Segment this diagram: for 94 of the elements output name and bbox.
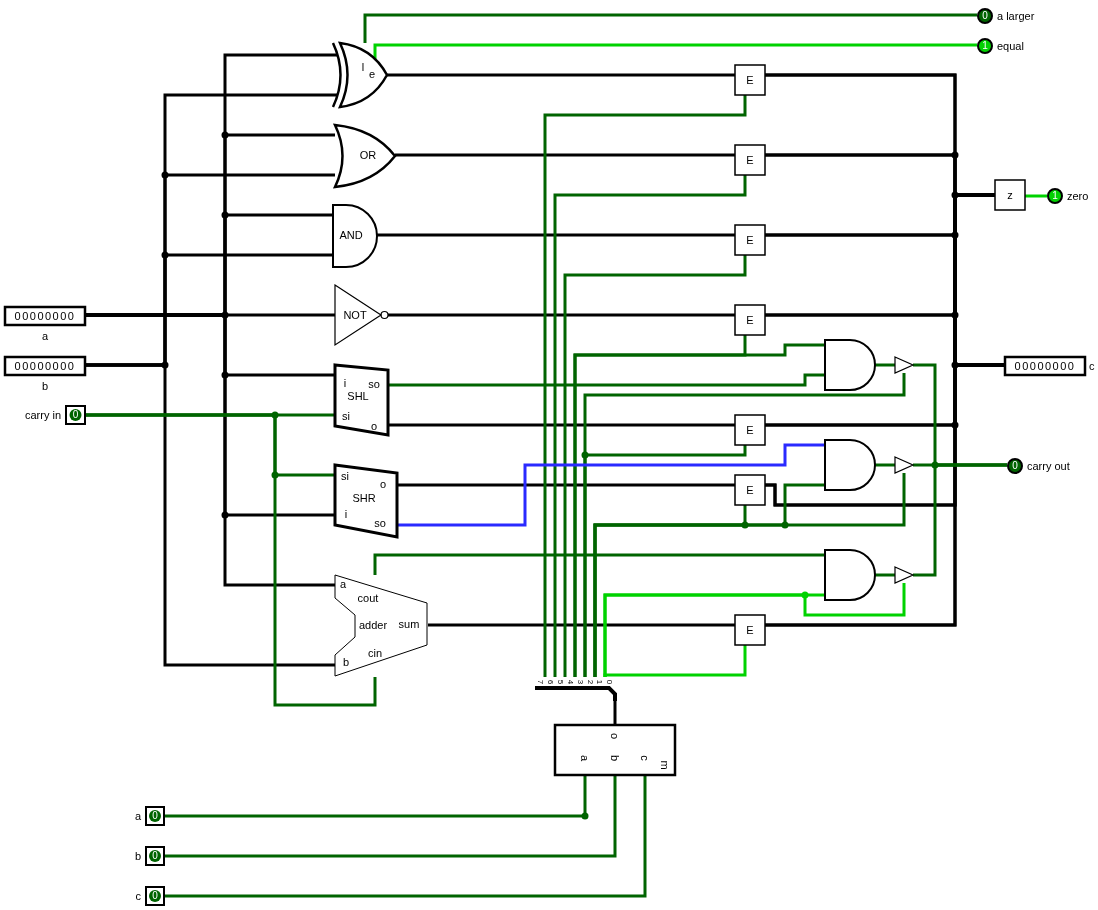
- wire: [573, 343, 825, 677]
- component-label: si: [342, 410, 350, 422]
- wire: [164, 775, 647, 898]
- wire: [164, 775, 587, 818]
- component-label: E: [746, 234, 754, 246]
- bit-index: 7: [535, 679, 546, 685]
- wire: [428, 623, 735, 627]
- component-label: b: [342, 656, 350, 668]
- bit-index: 3: [574, 679, 586, 685]
- component-label: m: [659, 760, 671, 770]
- bit-index: 5: [554, 679, 566, 685]
- wire: [913, 463, 1007, 577]
- component-label: i: [343, 377, 347, 389]
- component-label: E: [746, 624, 754, 636]
- bus-value: 00000000: [14, 360, 76, 372]
- wire: [875, 363, 895, 367]
- component-label: SHR: [352, 492, 376, 504]
- wire: [85, 363, 335, 667]
- pin-value: 0: [1012, 460, 1018, 472]
- pin-label: a: [134, 810, 141, 822]
- component-label: o: [379, 478, 387, 490]
- component-label: AND: [339, 229, 363, 241]
- pin-label: b: [134, 850, 141, 862]
- wire: [875, 463, 895, 467]
- wire: [583, 373, 906, 677]
- pin-value: 0: [152, 850, 158, 862]
- component-label: so: [374, 517, 386, 529]
- component-label: so: [368, 378, 380, 390]
- component-label: cin: [367, 647, 383, 659]
- component-label: E: [746, 74, 754, 86]
- component-label: E: [746, 484, 754, 496]
- wire: [543, 95, 747, 677]
- wire: [875, 573, 895, 577]
- bit-index: 6: [544, 679, 556, 685]
- wire: [395, 153, 735, 157]
- pin-label: zero: [1067, 190, 1089, 202]
- bus-value: 00000000: [14, 310, 76, 322]
- pin-label: a larger: [997, 10, 1035, 22]
- wire: [363, 13, 977, 43]
- wire: [593, 473, 906, 677]
- component-label: a: [339, 578, 347, 590]
- component-label: b: [609, 754, 621, 762]
- component-label: c: [639, 755, 651, 761]
- pin-label: c: [1089, 360, 1095, 372]
- pin-value: 0: [982, 10, 988, 22]
- pin-label: b: [41, 380, 49, 392]
- component-label: E: [746, 154, 754, 166]
- wire: [397, 483, 735, 487]
- pin-value: 0: [152, 890, 158, 902]
- component-label: si: [341, 470, 349, 482]
- wire: [563, 255, 747, 677]
- pin-value: 1: [982, 40, 988, 52]
- pin-value: 0: [152, 810, 158, 822]
- wire: [1025, 194, 1047, 198]
- wire: [388, 373, 825, 387]
- pin-label: carry in: [24, 409, 61, 421]
- wire: [373, 553, 825, 575]
- bit-index: 1: [594, 679, 606, 685]
- bit-index: 2: [584, 679, 596, 685]
- wire: [377, 233, 735, 237]
- component-label: cout: [357, 592, 379, 604]
- component-label: z: [1007, 189, 1013, 201]
- component-label: e: [368, 68, 376, 80]
- component-label: E: [746, 424, 754, 436]
- wire: [553, 175, 747, 677]
- component-label: o: [370, 420, 378, 432]
- bit-index: 0: [604, 679, 616, 685]
- component-label: l: [361, 61, 365, 73]
- component-label: OR: [359, 149, 377, 161]
- wire: [613, 701, 617, 725]
- pin-value: 1: [1052, 190, 1058, 202]
- wire: [85, 313, 335, 587]
- wire: [387, 73, 735, 77]
- bit-index: 4: [564, 679, 576, 685]
- component-label: o: [609, 732, 621, 740]
- pin-label: carry out: [1027, 460, 1070, 472]
- component-label: SHL: [347, 390, 369, 402]
- component-label: NOT: [343, 309, 367, 321]
- wire: [397, 443, 825, 527]
- wire: [603, 583, 906, 677]
- pin-label: a: [41, 330, 49, 342]
- component-label: i: [344, 508, 348, 520]
- bus-value: 00000000: [1014, 360, 1076, 372]
- component-label: E: [746, 314, 754, 326]
- component-label: adder: [358, 619, 388, 631]
- pin-value: 0: [72, 409, 79, 421]
- wire: [388, 423, 735, 427]
- pin-label: c: [135, 890, 141, 902]
- wire: [85, 413, 377, 707]
- wire: [388, 313, 735, 317]
- pin-label: equal: [997, 40, 1024, 52]
- wire: [164, 775, 617, 858]
- component-label: a: [579, 754, 591, 762]
- component-label: sum: [398, 618, 420, 630]
